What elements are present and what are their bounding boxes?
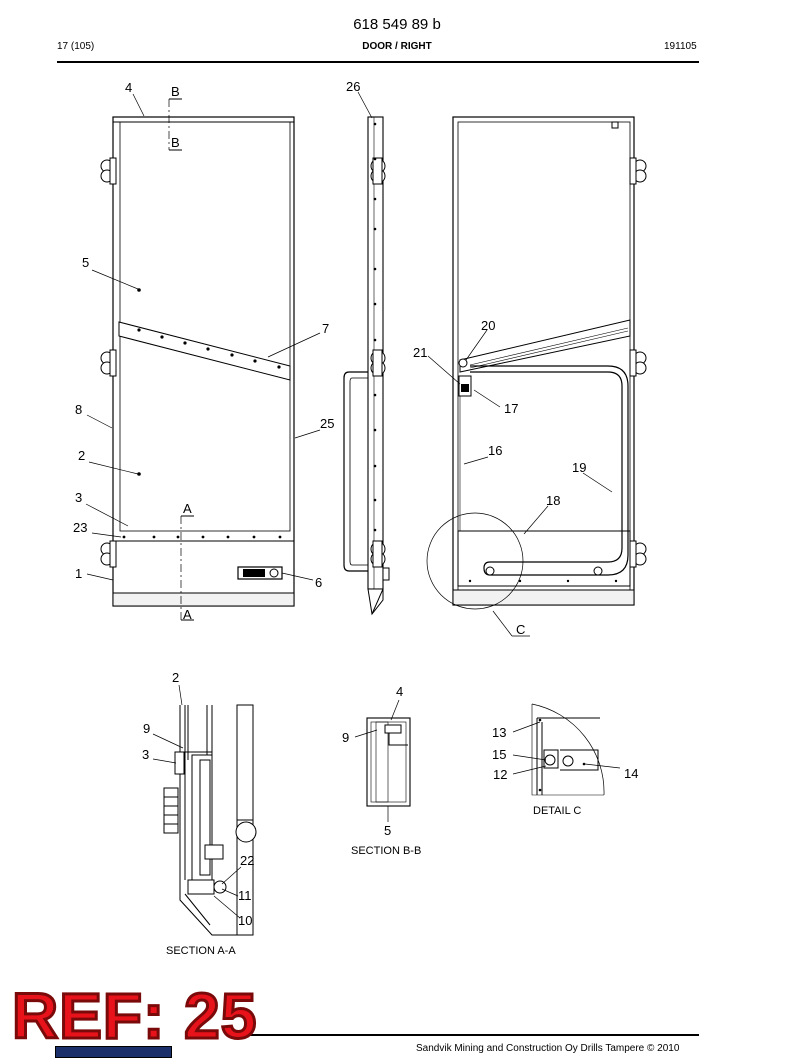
callout-labels: 4 B B 5 7 8 25 2 3 A 23 1 6 A 26 20 21 1… (73, 79, 638, 928)
part-number: 618 549 89 b (353, 16, 441, 33)
side-view (343, 91, 390, 616)
callout-aa-2: 2 (172, 670, 179, 685)
footer-rule (237, 1034, 699, 1036)
callout-aa-11: 11 (238, 888, 252, 903)
rear-view (426, 116, 647, 637)
callout-6: 6 (315, 575, 322, 590)
brand-logo (55, 1046, 172, 1058)
section-aa-label: SECTION A-A (166, 945, 236, 957)
callout-20: 20 (481, 318, 495, 333)
section-aa-view (152, 684, 257, 936)
copyright-footer: Sandvik Mining and Construction Oy Drill… (416, 1043, 680, 1054)
document-code: 191105 (664, 41, 697, 52)
callout-4: 4 (125, 80, 132, 95)
section-bb-label: SECTION B-B (351, 845, 421, 857)
callout-19: 19 (572, 460, 586, 475)
callout-25: 25 (320, 416, 334, 431)
callout-bb-4: 4 (396, 684, 403, 699)
callout-7: 7 (322, 321, 329, 336)
callout-c-15: 15 (492, 747, 506, 762)
ref-stamp: REF: 25 (10, 980, 258, 1052)
callout-8: 8 (75, 402, 82, 417)
callout-detail-c: C (516, 622, 525, 637)
callout-section-a-bottom: A (183, 607, 192, 622)
callout-3: 3 (75, 490, 82, 505)
section-bb-view (354, 699, 411, 822)
callout-section-a-top: A (183, 501, 192, 516)
callout-18: 18 (546, 493, 560, 508)
callout-aa-9: 9 (143, 721, 150, 736)
callout-16: 16 (488, 443, 502, 458)
callout-5: 5 (82, 255, 89, 270)
callout-c-12: 12 (493, 767, 507, 782)
callout-2: 2 (78, 448, 85, 463)
callout-c-13: 13 (492, 725, 506, 740)
callout-23: 23 (73, 520, 87, 535)
detail-c-view (512, 703, 621, 796)
callout-aa-3: 3 (142, 747, 149, 762)
callout-1: 1 (75, 566, 82, 581)
callout-21: 21 (413, 345, 427, 360)
callout-26: 26 (346, 79, 360, 94)
callout-section-b-bottom: B (171, 135, 180, 150)
callout-bb-5: 5 (384, 823, 391, 838)
front-view (85, 93, 321, 621)
page-title: DOOR / RIGHT (362, 41, 432, 52)
callout-aa-22: 22 (240, 853, 254, 868)
header-rule (57, 61, 699, 63)
callout-bb-9: 9 (342, 730, 349, 745)
view-labels: SECTION A-A SECTION B-B DETAIL C (166, 805, 581, 957)
page-number: 17 (105) (57, 41, 95, 52)
callout-17: 17 (504, 401, 518, 416)
detail-c-label: DETAIL C (533, 805, 581, 817)
callout-aa-10: 10 (238, 913, 252, 928)
callout-c-14: 14 (624, 766, 638, 781)
callout-section-b-top: B (171, 84, 180, 99)
